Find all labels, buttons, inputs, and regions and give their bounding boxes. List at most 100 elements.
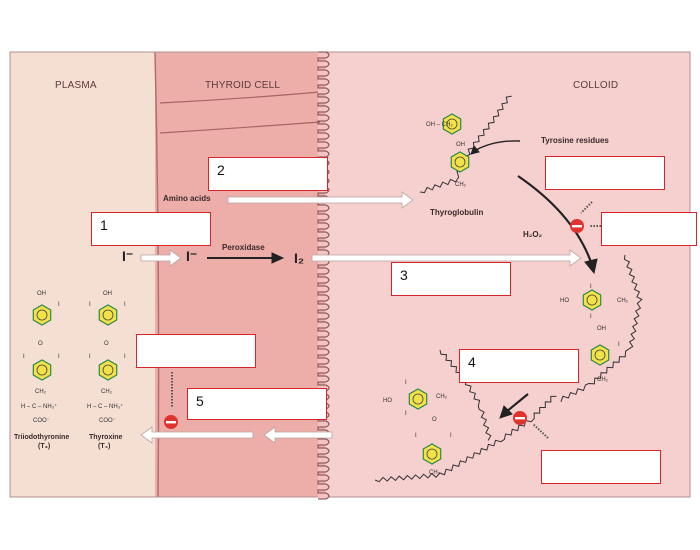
t4-ring-inner	[98, 359, 118, 381]
h2o2-label: H₂O₂	[523, 230, 543, 239]
diiodotyrosine-ring	[582, 289, 602, 311]
answer-box-4[interactable]: 4	[459, 349, 579, 383]
diiodo-i1: I	[590, 284, 592, 290]
box-number: 3	[400, 267, 408, 283]
tyrosine-residues-label: Tyrosine residues	[541, 136, 609, 145]
transport-arrows	[140, 191, 582, 444]
box-number: 1	[100, 217, 108, 233]
tyrosine-ring-1-inner-circle	[446, 118, 458, 130]
coupled-ring-inner	[422, 443, 442, 465]
thyroglobulin-chain-bottom-left	[439, 349, 492, 441]
t3-ring-inner	[32, 359, 52, 381]
inhibitor-icons	[164, 219, 584, 429]
t3-ring-outer	[32, 304, 52, 326]
t4-ring-outer-inner-circle	[102, 309, 114, 321]
thyroid-cell-label: THYROID CELL	[205, 80, 281, 91]
amino-acid-arrow	[227, 191, 414, 209]
thyroglobulin-chain-bottom	[374, 395, 557, 483]
answer-box-plasma-inhibitor[interactable]	[136, 334, 256, 368]
tyr-ch2-label: CH₂	[455, 182, 467, 188]
iodination-arrowhead	[584, 258, 598, 275]
answer-box-2[interactable]: 2	[208, 157, 328, 191]
iodine-to-colloid-arrow	[311, 249, 582, 267]
diiodotyrosine-ring-inner-circle	[586, 294, 598, 306]
coupled-ring-outer-inner-circle	[412, 393, 424, 405]
plasma-label: PLASMA	[55, 80, 97, 91]
tyrosine-pointer-head	[470, 145, 480, 155]
t3-coo-label: COO⁻	[33, 418, 50, 424]
cell-junction-top	[159, 91, 321, 104]
thyroglobulin-chain-top	[419, 95, 512, 194]
t3-i2: I	[23, 354, 25, 360]
peroxidase-arrowhead	[271, 252, 285, 264]
molecule-labels: OH O CH₂ H – C – NH₃⁺ COO⁻ I I I OH O CH…	[21, 122, 629, 476]
t3-name-label: Triiodothyronine	[14, 434, 70, 441]
thyroglobulin-chain-right	[560, 254, 643, 402]
t3-oh-label: OH	[37, 291, 46, 297]
t4-i4: I	[124, 354, 126, 360]
amino-acids-label: Amino acids	[163, 194, 211, 203]
answer-box-3[interactable]: 3	[391, 262, 511, 296]
thyroid-cell-region	[155, 52, 335, 497]
tyrosine-ring-1	[442, 113, 462, 135]
t4-coo-label: COO⁻	[99, 418, 116, 424]
thyroglobulin-chains	[374, 95, 643, 483]
inhibitor-arrow-lower	[532, 423, 549, 439]
t4-i3: I	[89, 354, 91, 360]
box-number: 4	[468, 354, 476, 370]
iodination-arrow	[517, 175, 594, 266]
monoiodotyrosine-ring-inner-circle	[594, 349, 606, 361]
tyrosine-pointer	[475, 140, 521, 151]
coupled-i1: I	[405, 380, 407, 386]
answer-box-peroxidase-inhibitor[interactable]	[601, 212, 697, 246]
t3-hcnh3-label: H – C – NH₃⁺	[21, 403, 57, 410]
t4-oh-label: OH	[103, 291, 112, 297]
reaction-arrows	[207, 140, 598, 419]
hormone-release-arrow-2	[140, 426, 254, 444]
t3-i1: I	[58, 302, 60, 308]
iodide-uptake-arrow	[140, 249, 182, 267]
plasma-region	[9, 51, 161, 498]
answer-box-1[interactable]: 1	[91, 212, 211, 246]
thyroglobulin-label: Thyroglobulin	[430, 208, 484, 217]
coupled-i2: I	[405, 411, 407, 417]
coupled-o-label: O	[432, 417, 437, 423]
coupled-ring-inner-inner-circle	[426, 448, 438, 460]
t3-o-label: O	[38, 341, 43, 347]
t4-o-label: O	[104, 341, 109, 347]
t4-abbr-label: (T₄)	[98, 443, 111, 450]
coupled-i3: I	[415, 433, 417, 439]
diagram-border	[9, 51, 691, 498]
minus-circle-icon	[513, 411, 527, 425]
answer-box-5[interactable]: 5	[187, 388, 327, 420]
hormone-release-arrow-1	[263, 426, 333, 444]
colloid-label: COLLOID	[573, 80, 619, 91]
t4-i1: I	[89, 302, 91, 308]
t4-ring-outer	[98, 304, 118, 326]
tyrosine-ring-2	[450, 151, 470, 173]
diiodo-ho-label: HO	[560, 298, 569, 304]
monoiodo-i: I	[618, 342, 620, 348]
t4-hcnh3-label: H – C – NH₃⁺	[87, 403, 123, 410]
tyrosine-ring-2-inner-circle	[454, 156, 466, 168]
cell-junction-bottom	[159, 121, 321, 134]
coupled-ho-label: HO	[383, 398, 392, 404]
inhibitor-arrow-upper	[580, 201, 593, 214]
coupled-i4: I	[450, 433, 452, 439]
monoiodotyrosine-ring	[590, 344, 610, 366]
t4-i2: I	[124, 302, 126, 308]
t3-ring-outer-inner-circle	[36, 309, 48, 321]
minus-circle-icon	[570, 219, 584, 233]
inhibitor-arrows	[171, 201, 604, 439]
t4-ch2-label: CH₂	[101, 389, 113, 395]
coupled-ring-outer	[408, 388, 428, 410]
diiodo-i2: I	[590, 314, 592, 320]
monoiodo-ch2-label: CH₂	[597, 377, 609, 383]
t3-abbr-label: (T₃)	[38, 443, 51, 450]
t4-name-label: Thyroxine	[89, 434, 123, 441]
iodide-plasma: I⁻	[122, 248, 134, 264]
tyr-oh-label: OH	[456, 142, 465, 148]
t3-i3: I	[58, 354, 60, 360]
answer-box-coupling-inhibitor[interactable]	[541, 450, 661, 484]
answer-box-tyrosine[interactable]	[545, 156, 665, 190]
